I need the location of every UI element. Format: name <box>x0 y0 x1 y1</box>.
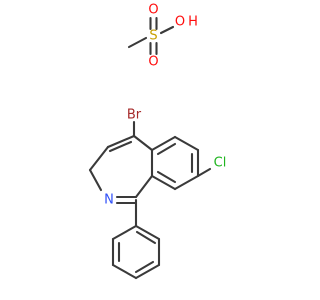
sulfur-atom: S <box>149 29 157 44</box>
oxygen-double-top: O <box>148 3 158 18</box>
bond-ar-2-inner <box>156 142 177 156</box>
bond-c-cl <box>196 167 212 178</box>
bond-ph-3 <box>134 263 161 280</box>
oxygen-double-bottom: O <box>148 55 158 70</box>
bond-ar-2 <box>150 135 177 152</box>
bond-ar-5 <box>173 174 200 191</box>
chlorine-atom: Cl <box>214 156 227 171</box>
bond-ph-4 <box>111 263 138 280</box>
benzazepine: Br N Cl <box>88 108 227 208</box>
nitrogen-atom: N <box>104 193 114 208</box>
bond-ar-6-inner <box>156 170 177 184</box>
bond-ph-1-inner <box>135 230 157 245</box>
bond-ch-ch2 <box>88 145 110 172</box>
phenyl-ring <box>111 198 161 280</box>
bond-c-ar-bottom <box>134 174 154 199</box>
bond-ar-6 <box>150 174 177 191</box>
bond-ph-6 <box>111 224 138 241</box>
bond-ph-3-inner <box>134 260 155 274</box>
bond-ar-3 <box>173 135 200 152</box>
bromine-atom: Br <box>127 108 142 123</box>
methanesulfonic-acid: O S O O H <box>127 3 198 70</box>
bond-ch3-s <box>127 36 148 49</box>
bond-cbr-ch-inner <box>108 140 133 153</box>
hydrogen-hydroxyl: H <box>188 15 198 30</box>
bond-cbr-ar-top <box>132 134 154 152</box>
molecule-drawing: O S O O H Br N Cl <box>88 3 227 280</box>
bond-ch2-n <box>88 168 103 192</box>
oxygen-hydroxyl: O <box>175 15 185 30</box>
bond-ph-1 <box>134 224 161 241</box>
bond-cbr-ch <box>106 134 136 149</box>
bond-s-oh <box>159 25 175 35</box>
